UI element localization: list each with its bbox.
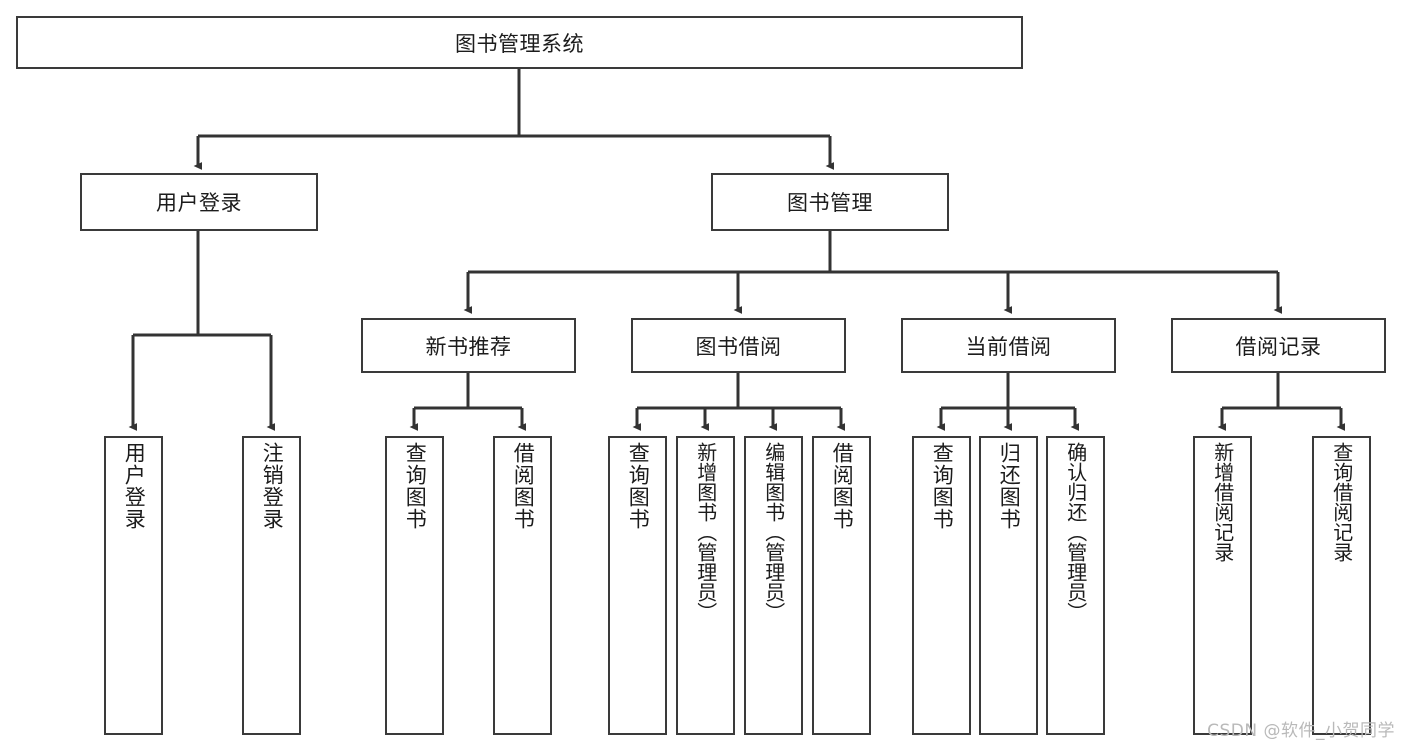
node-label: 借阅图书 [830,442,855,530]
node-label: 查询借阅记录 [1329,442,1354,562]
leaf-new-book-borrow-book[interactable]: 借阅图书 [493,436,552,735]
node-label: 当前借阅 [965,334,1052,359]
node-borrow-record[interactable]: 借阅记录 [1171,318,1386,373]
node-label: 编辑图书（管理员） [761,442,786,622]
leaf-book-borrow-query-book[interactable]: 查询图书 [608,436,667,735]
leaf-book-borrow-add-book-admin[interactable]: 新增图书（管理员） [676,436,735,735]
node-label: 借阅图书 [511,442,536,530]
node-label: 借阅记录 [1235,334,1322,359]
leaf-user-login-logout[interactable]: 注销登录 [242,436,301,735]
leaf-book-borrow-edit-book-admin[interactable]: 编辑图书（管理员） [744,436,803,735]
node-label: 新增借阅记录 [1210,442,1235,562]
node-label: 用户登录 [122,442,147,530]
csdn-watermark: CSDN @软件_小贺同学 [1207,721,1395,741]
node-user-login[interactable]: 用户登录 [80,173,318,231]
leaf-borrow-record-add-record[interactable]: 新增借阅记录 [1193,436,1252,735]
node-label: 查询图书 [626,442,651,530]
node-current-borrow[interactable]: 当前借阅 [901,318,1116,373]
leaf-current-borrow-confirm-return-admin[interactable]: 确认归还（管理员） [1046,436,1105,735]
node-label: 图书管理 [787,191,873,215]
node-label: 确认归还（管理员） [1063,442,1088,622]
leaf-book-borrow-borrow-book[interactable]: 借阅图书 [812,436,871,735]
node-label: 用户登录 [156,191,242,215]
node-book-management[interactable]: 图书管理 [711,173,949,231]
node-label: 查询图书 [403,442,428,530]
node-label: 图书借阅 [695,334,782,359]
node-book-borrow[interactable]: 图书借阅 [631,318,846,373]
node-root-book-management-system[interactable]: 图书管理系统 [16,16,1023,69]
node-new-book-recommend[interactable]: 新书推荐 [361,318,576,373]
node-label: 查询图书 [930,442,955,530]
leaf-user-login-login[interactable]: 用户登录 [104,436,163,735]
node-label: 新增图书（管理员） [693,442,718,622]
node-label: 新书推荐 [425,334,512,359]
leaf-current-borrow-return-book[interactable]: 归还图书 [979,436,1038,735]
node-label: 图书管理系统 [455,31,584,56]
leaf-new-book-query-book[interactable]: 查询图书 [385,436,444,735]
node-label: 归还图书 [997,442,1022,530]
leaf-current-borrow-query-book[interactable]: 查询图书 [912,436,971,735]
node-label: 注销登录 [260,442,285,530]
leaf-borrow-record-query-record[interactable]: 查询借阅记录 [1312,436,1371,735]
